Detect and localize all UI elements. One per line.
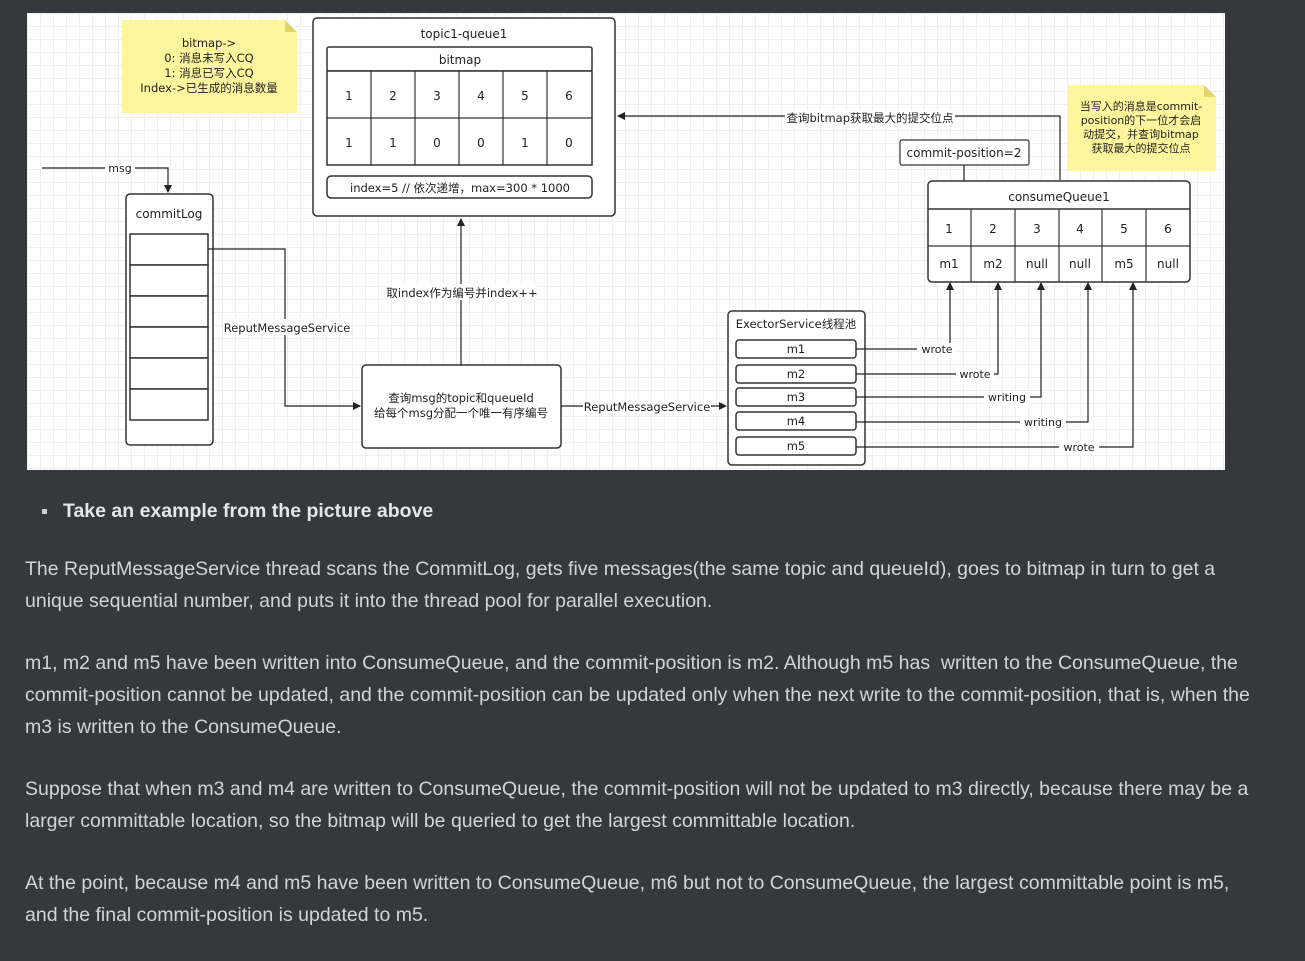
query-box: 查询msg的topic和queueId 给每个msg分配一个唯一有序编号 [361,364,562,449]
bitmap-value-5: 1 [521,136,529,150]
status-label-m5: wrote [1063,441,1094,454]
executor-item-m2: m2 [787,367,806,381]
executor-box: ExectorService线程池 m1 m2 m3 m4 m5 [727,310,866,466]
bullet-item: Take an example from the picture above [42,500,1255,523]
note-right-line-3: 动提交，并查询bitmap [1083,127,1199,141]
cq-value-5: m5 [1114,257,1133,271]
bitmap-index-3: 3 [433,89,441,103]
paragraph-1: The ReputMessageService thread scans the… [25,558,1221,612]
msg-label: msg [108,162,131,175]
executor-title: ExectorService线程池 [736,317,857,331]
bitmap-value-6: 0 [565,136,573,150]
bitmap-value-2: 1 [389,136,397,150]
cq-index-2: 2 [989,222,997,236]
query-box-line-1: 查询msg的topic和queueId [388,391,534,405]
cq-value-4: null [1069,257,1091,271]
note-left-line-4: Index->已生成的消息数量 [140,81,277,95]
note-right-line-4: 获取最大的提交位点 [1092,141,1191,155]
bitmap-value-3: 0 [433,136,441,150]
reput-service-label: ReputMessageService [224,321,351,335]
bitmap-index-4: 4 [477,89,485,103]
bullet-text: Take an example from the picture above [63,500,434,522]
consume-queue-title: consumeQueue1 [1008,190,1110,204]
query-bitmap-label: 查询bitmap获取最大的提交位点 [786,111,953,125]
cq-value-3: null [1026,257,1048,271]
status-label-m3: writing [988,391,1026,404]
bitmap-index-2: 2 [389,89,397,103]
bitmap-value-4: 0 [477,136,485,150]
cq-value-2: m2 [983,257,1002,271]
paragraph-3: Suppose that when m3 and m4 are written … [25,778,1254,832]
cq-index-1: 1 [945,222,953,236]
executor-item-m1: m1 [787,342,806,356]
consume-queue-box: consumeQueue1 1 2 3 4 5 6 m1 m2 null nul… [927,180,1191,283]
paragraph-4: At the point, because m4 and m5 have bee… [25,872,1235,926]
msg-arrow: msg [42,161,172,193]
note-left-line-3: 1: 消息已写入CQ [164,66,253,80]
status-label-m4: writing [1024,416,1062,429]
cq-index-5: 5 [1120,222,1128,236]
executor-item-m5: m5 [787,439,806,453]
architecture-diagram: bitmap-> 0: 消息未写入CQ 1: 消息已写入CQ Index->已生… [27,13,1225,470]
commit-position-text: commit-position=2 [907,146,1022,160]
executor-item-m3: m3 [787,390,806,404]
bullet-dot-icon [42,509,47,514]
commitlog-box: commitLog [125,193,214,446]
note-left-line-2: 0: 消息未写入CQ [164,51,253,65]
bitmap-value-1: 1 [345,136,353,150]
note-left: bitmap-> 0: 消息未写入CQ 1: 消息已写入CQ Index->已生… [122,20,297,113]
note-right: 当写入的消息是commit- position的下一位才会启 动提交，并查询bi… [1067,85,1216,171]
diagram-canvas: bitmap-> 0: 消息未写入CQ 1: 消息已写入CQ Index->已生… [42,17,1216,466]
topic-queue-title: topic1-queue1 [421,27,508,41]
cq-value-6: null [1157,257,1179,271]
status-label-m1: wrote [921,343,952,356]
bitmap-index-5: 5 [521,89,529,103]
index-text: index=5 // 依次递增，max=300 * 1000 [350,181,570,195]
cq-value-1: m1 [939,257,958,271]
note-left-line-1: bitmap-> [182,36,236,50]
note-right-line-1: 当写入的消息是commit- [1080,99,1203,113]
article-body: Take an example from the picture above T… [25,500,1255,961]
cq-index-3: 3 [1033,222,1041,236]
commitlog-title: commitLog [136,207,203,221]
query-box-line-2: 给每个msg分配一个唯一有序编号 [374,406,548,420]
status-label-m2: wrote [959,368,990,381]
commit-position-box: commit-position=2 [899,139,1030,166]
cq-index-6: 6 [1164,222,1172,236]
executor-item-m4: m4 [787,414,806,428]
reput-service-label-2: ReputMessageService [584,400,711,414]
topic-queue-box: topic1-queue1 bitmap 1 2 3 4 5 6 1 1 0 0… [312,17,616,217]
note-right-line-2: position的下一位才会启 [1081,113,1202,127]
bitmap-label: bitmap [439,53,481,67]
cq-index-4: 4 [1076,222,1084,236]
paragraph-2: m1, m2 and m5 have been written into Con… [25,652,1256,738]
take-index-label: 取index作为编号并index++ [386,286,537,300]
bitmap-index-6: 6 [565,89,573,103]
bitmap-index-1: 1 [345,89,353,103]
